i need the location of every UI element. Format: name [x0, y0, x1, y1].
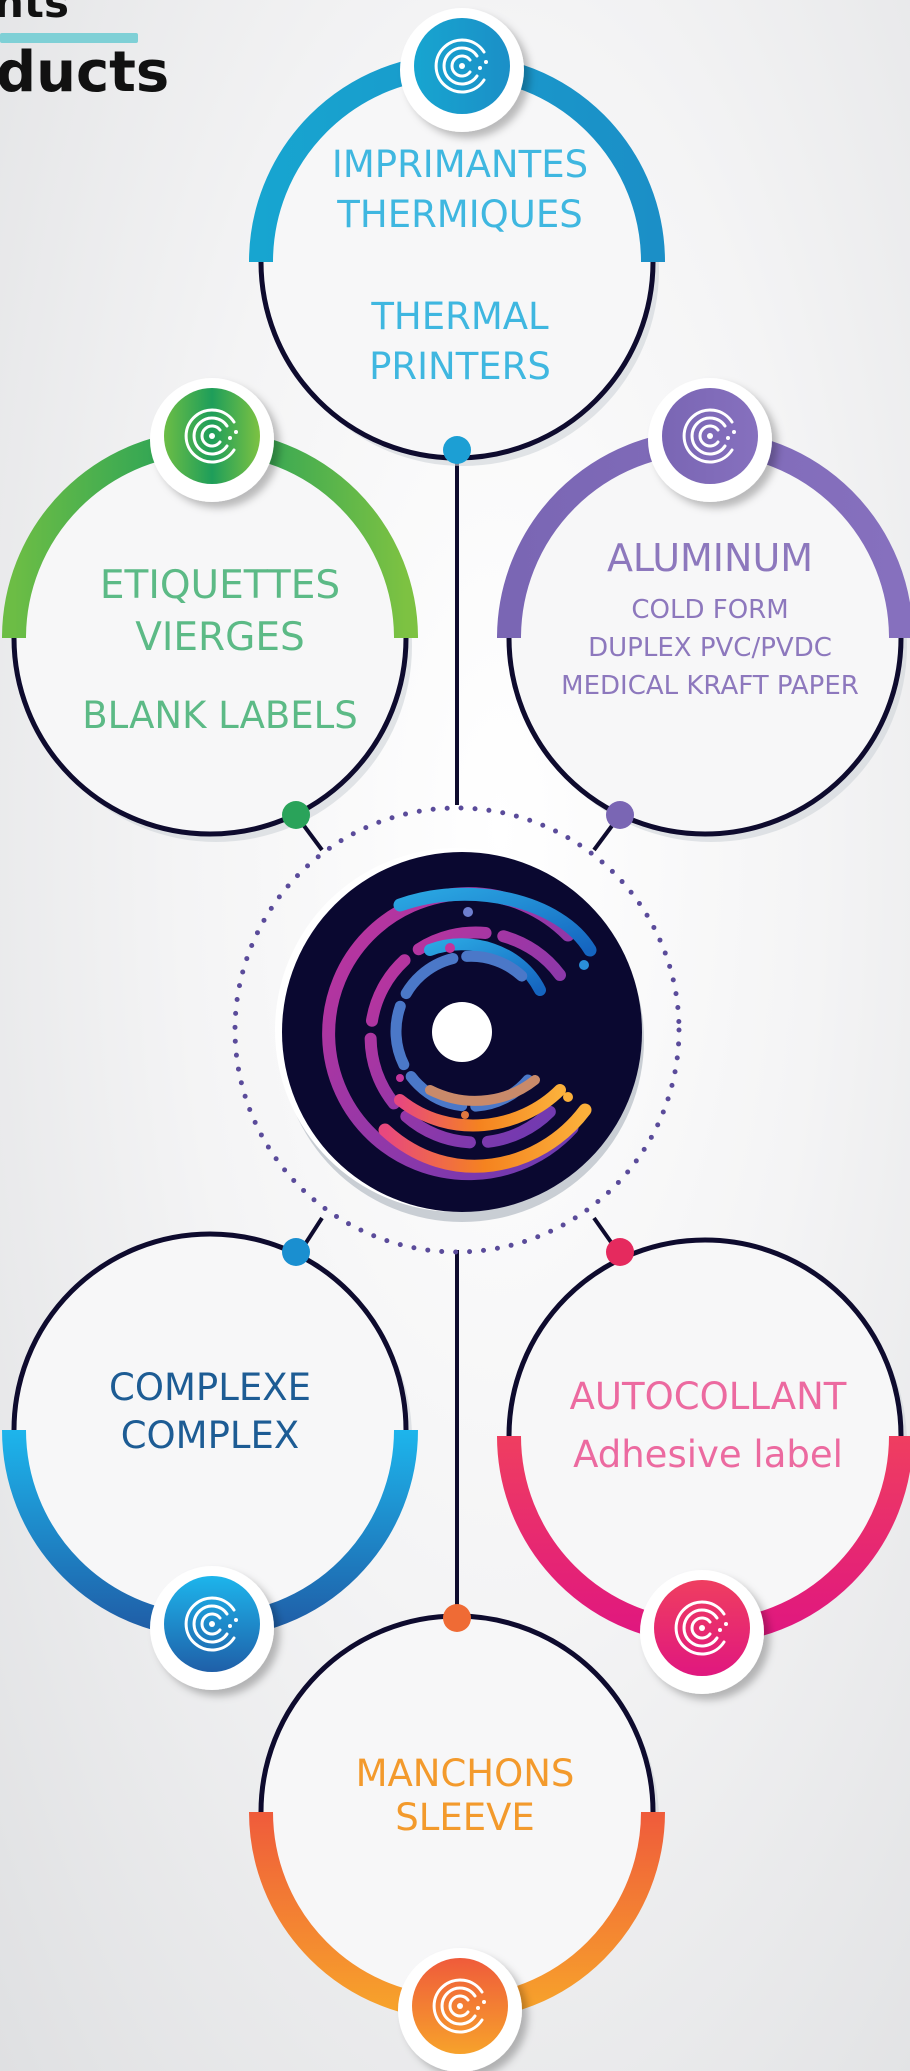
- complex-icon-badge: [150, 1566, 274, 1690]
- thermal-label: IMPRIMANTES THERMIQUES THERMAL PRINTERS: [300, 140, 620, 392]
- sleeve-label-en: SLEEVE: [395, 1796, 535, 1839]
- fingerprint-c-logo: [322, 887, 597, 1181]
- thermal-label-fr-2: THERMIQUES: [337, 193, 583, 236]
- thermal-icon-badge: [400, 8, 524, 132]
- complex-label-fr: COMPLEXE: [109, 1366, 311, 1409]
- sleeve-node: [249, 1604, 665, 2020]
- thermal-label-en-1: THERMAL: [371, 295, 549, 338]
- adhesive-label: AUTOCOLLANT Adhesive label: [548, 1368, 868, 1484]
- blank-label-fr-2: VIERGES: [135, 615, 305, 660]
- blank-icon-badge: [150, 378, 274, 502]
- thermal-label-en-2: PRINTERS: [369, 345, 551, 388]
- aluminum-item-kraft: MEDICAL KRAFT PAPER: [561, 671, 859, 701]
- aluminum-item-cold-form: COLD FORM: [631, 595, 789, 625]
- page-title: ducts: [0, 40, 170, 105]
- blank-label-fr-1: ETIQUETTES: [99, 563, 341, 608]
- complex-label: COMPLEXE COMPLEX: [60, 1364, 360, 1460]
- aluminum-label: ALUMINUM COLD FORM DUPLEX PVC/PVDC MEDIC…: [540, 535, 880, 705]
- blank-label: ETIQUETTES VIERGES BLANK LABELS: [55, 560, 385, 742]
- adhesive-label-fr: AUTOCOLLANT: [569, 1375, 847, 1418]
- adhesive-node: [497, 1237, 910, 1644]
- complex-node: [2, 1231, 418, 1638]
- thermal-label-fr-1: IMPRIMANTES: [331, 143, 589, 186]
- adhesive-label-en: Adhesive label: [573, 1433, 843, 1476]
- blank-label-en: BLANK LABELS: [82, 694, 358, 737]
- sleeve-label: MANCHONS SLEEVE: [310, 1752, 620, 1840]
- title-underline: [0, 33, 138, 43]
- sleeve-label-fr: MANCHONS: [355, 1752, 575, 1795]
- page-title-top: nts: [0, 0, 69, 27]
- complex-label-en: COMPLEX: [120, 1414, 300, 1457]
- aluminum-title: ALUMINUM: [606, 536, 814, 580]
- blank-labels-node: [2, 430, 418, 842]
- sleeve-icon-badge: [398, 1948, 522, 2071]
- aluminum-item-duplex: DUPLEX PVC/PVDC: [588, 633, 832, 663]
- central-hub: [232, 805, 682, 1255]
- adhesive-icon-badge: [640, 1570, 764, 1694]
- aluminum-icon-badge: [648, 378, 772, 502]
